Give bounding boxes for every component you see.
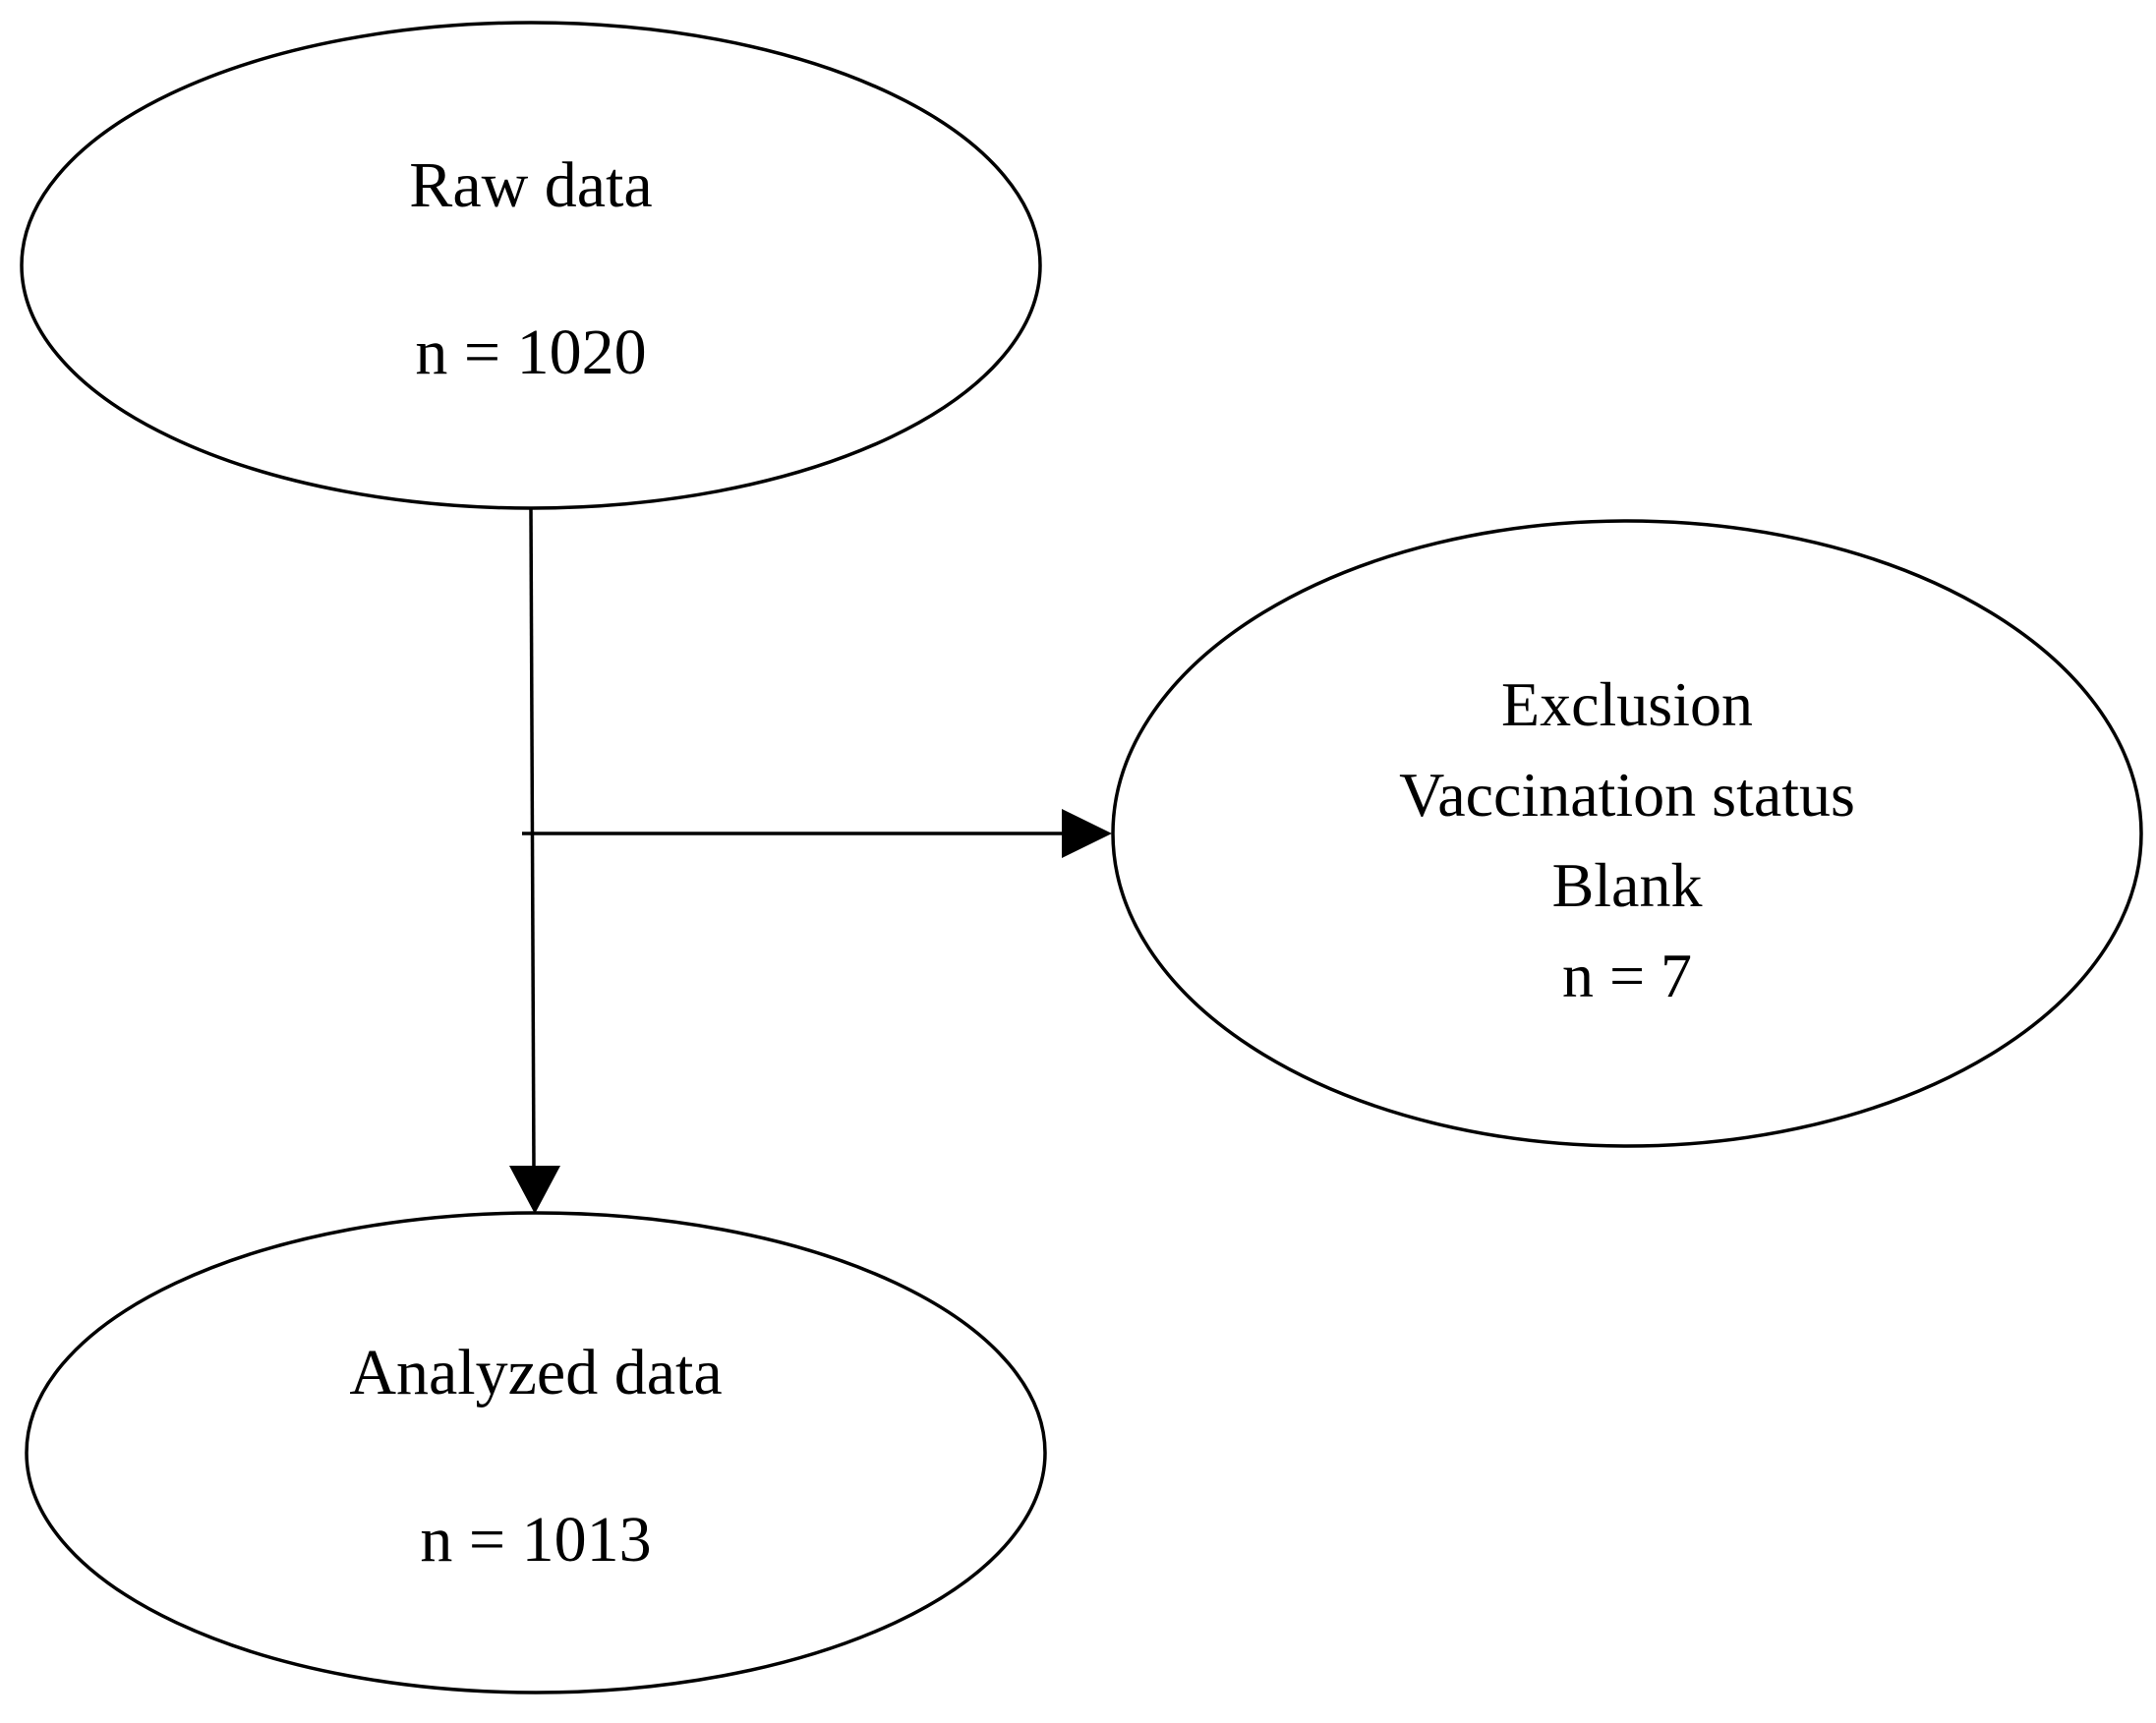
exclusion-count: n = 7	[1562, 941, 1692, 1010]
exclusion-reason: Vaccination status	[1399, 760, 1855, 830]
main-flow-connector	[529, 507, 536, 1171]
exclusion-node: Exclusion Vaccination status Blank n = 7	[1111, 519, 2143, 1148]
exclusion-arrowhead	[1062, 809, 1112, 858]
raw-data-title: Raw data	[409, 149, 652, 221]
raw-data-ellipse	[20, 21, 1042, 510]
raw-data-count: n = 1020	[415, 316, 646, 388]
analyzed-data-node: Analyzed data n = 1013	[25, 1211, 1047, 1694]
analyzed-data-title: Analyzed data	[349, 1337, 722, 1408]
exclusion-detail: Blank	[1552, 850, 1703, 920]
analyzed-arrowhead	[509, 1166, 560, 1214]
raw-data-node: Raw data n = 1020	[20, 21, 1042, 510]
analyzed-data-count: n = 1013	[420, 1504, 651, 1576]
exclusion-ellipse	[1111, 519, 2143, 1148]
exclusion-title: Exclusion	[1501, 669, 1753, 739]
analyzed-data-ellipse	[25, 1211, 1047, 1694]
